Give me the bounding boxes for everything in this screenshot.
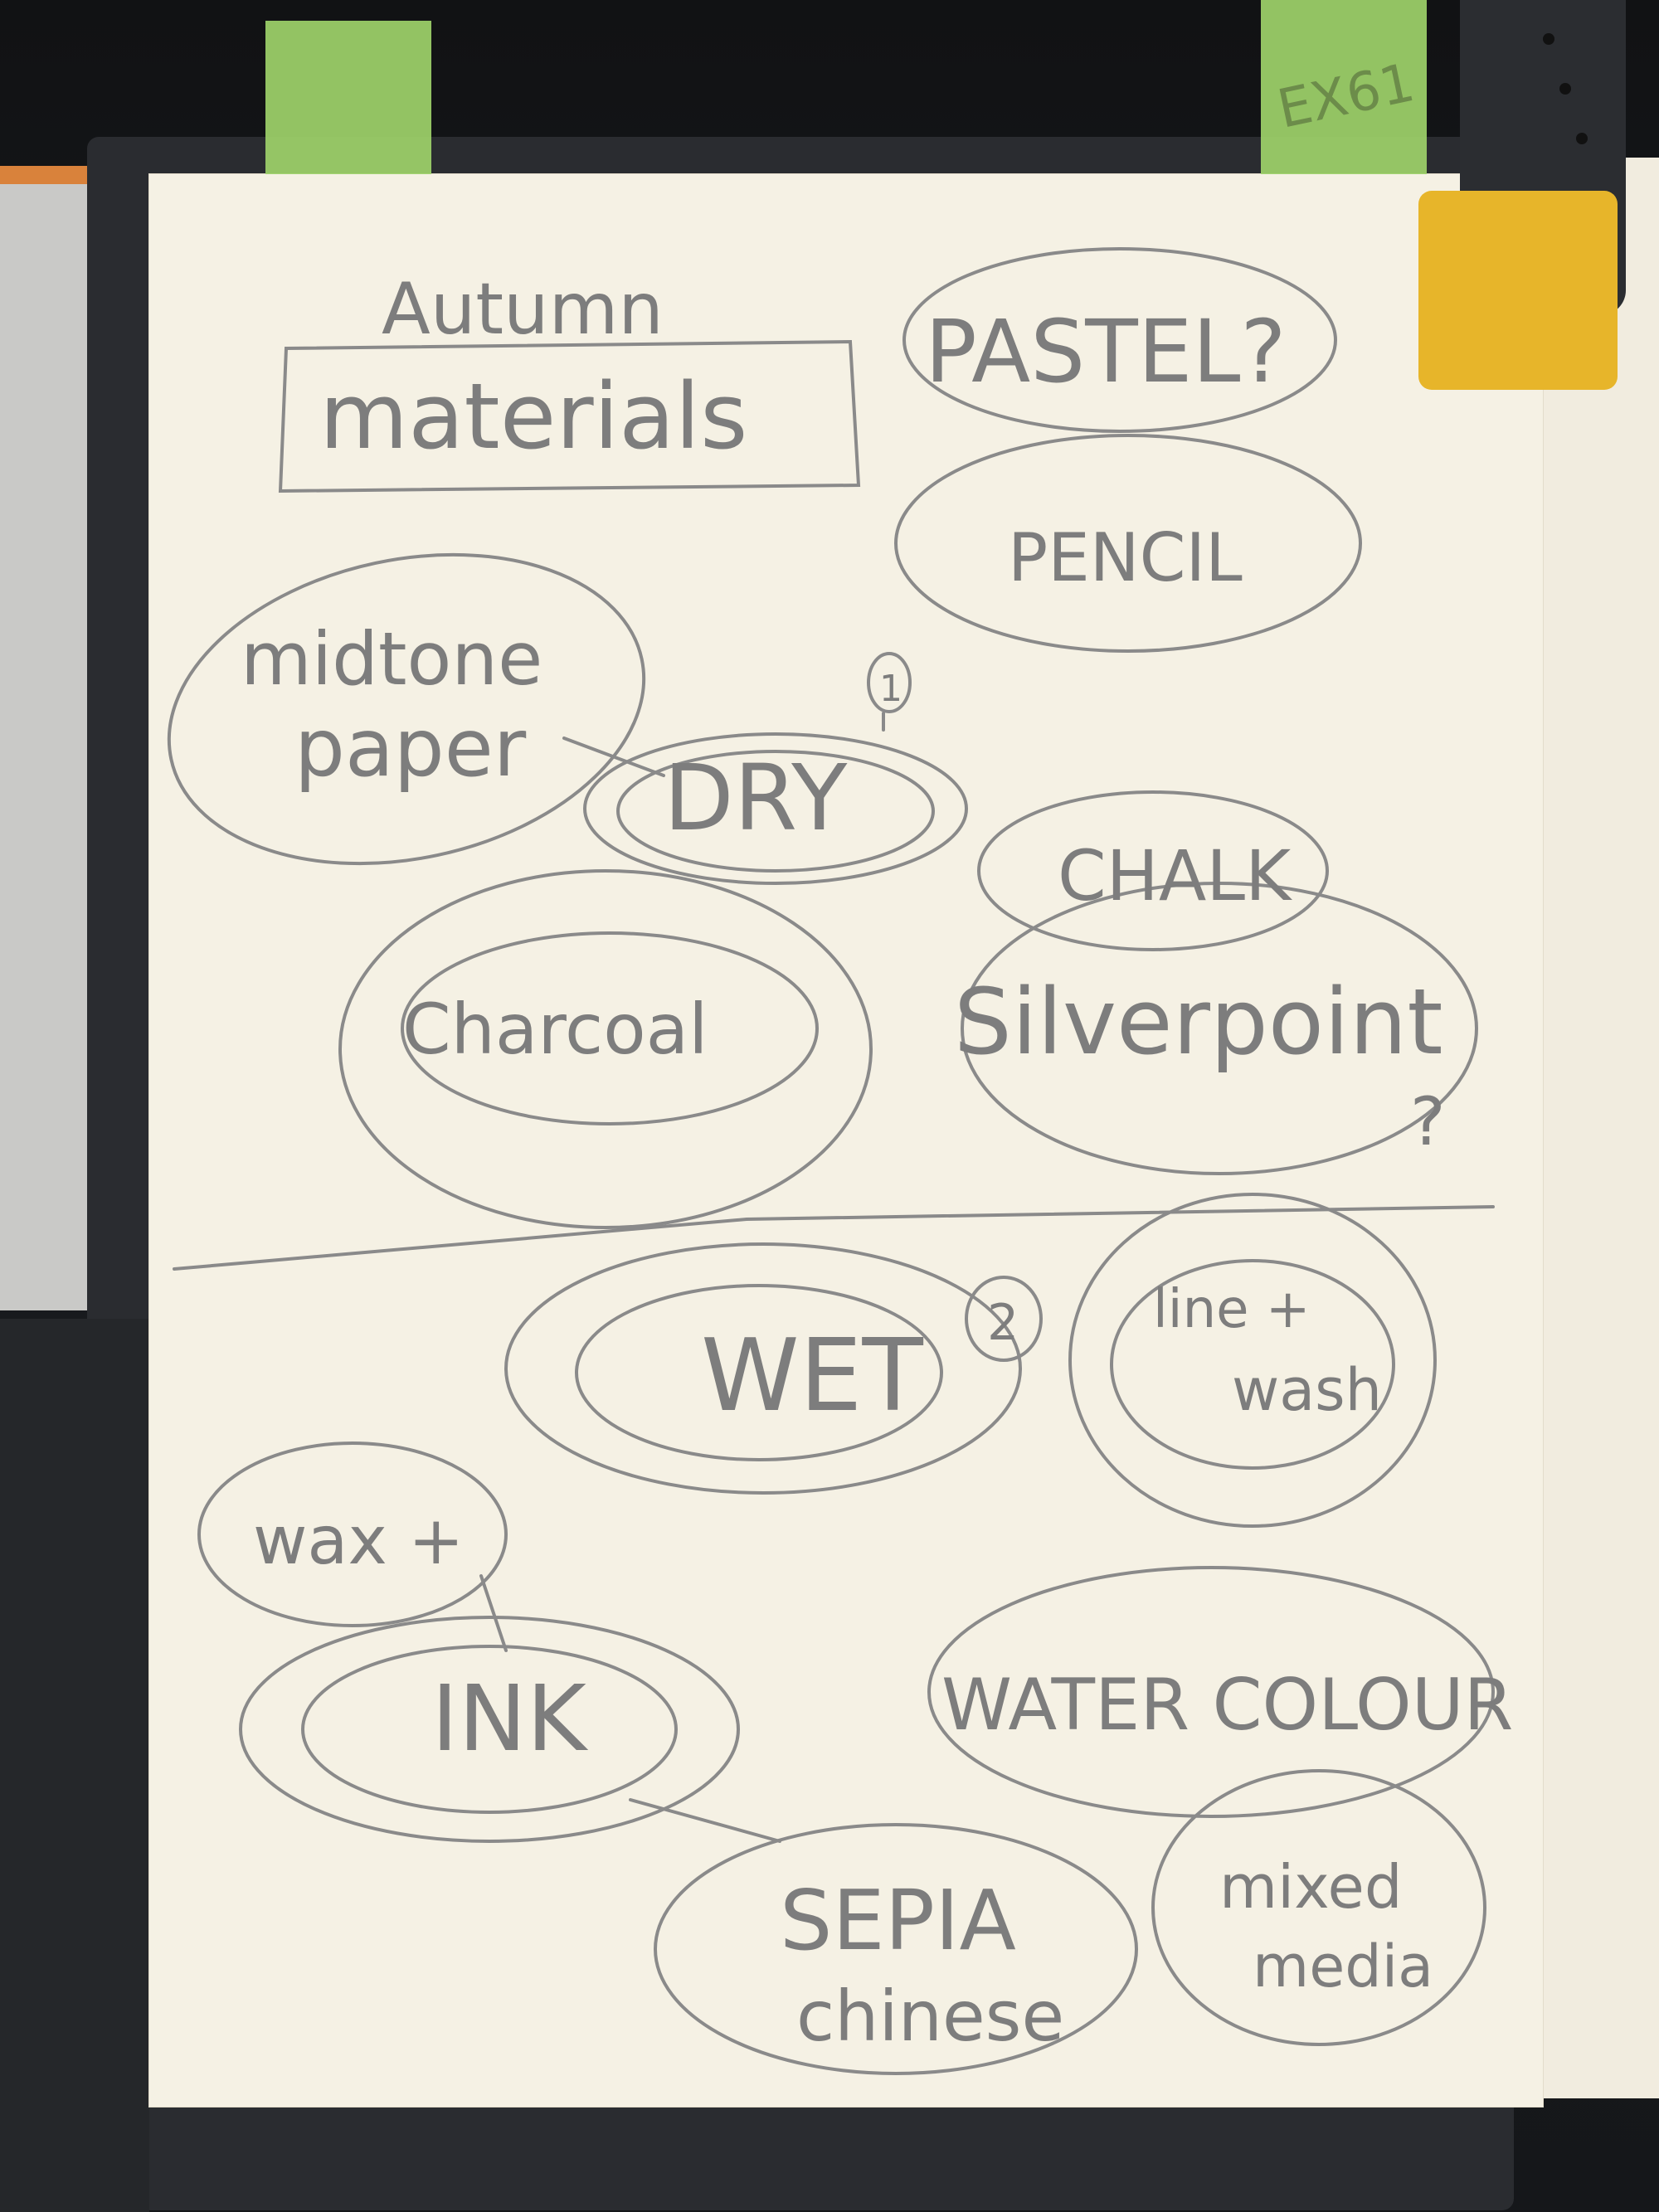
wet-ellipse-outer — [504, 1242, 1022, 1495]
mixed-text-2: media — [1253, 1932, 1433, 2001]
connector-paper-dry — [562, 737, 665, 777]
title-top-text: Autumn — [382, 268, 664, 351]
wet-number-text: 2 — [987, 1294, 1019, 1352]
pencil-ellipse — [894, 434, 1362, 653]
line-wash-text-1: line + — [1153, 1279, 1310, 1340]
ink-text: INK — [431, 1665, 589, 1772]
charcoal-text: Charcoal — [402, 989, 708, 1070]
clip-hole — [1543, 33, 1554, 45]
chinese-text: chinese — [796, 1976, 1064, 2057]
mixed-media-ellipse — [1151, 1769, 1486, 2046]
dry-number-text: 1 — [879, 668, 902, 710]
lower-left-cover — [0, 1319, 149, 2212]
pastel-text: PASTEL? — [925, 301, 1287, 402]
clip-hole — [1559, 83, 1571, 95]
green-tape-right — [1261, 0, 1427, 174]
wet-ellipse-inner — [575, 1284, 943, 1461]
divider-line — [173, 1205, 1495, 1271]
title-box-text: materials — [319, 363, 747, 469]
charcoal-ellipse-outer — [338, 869, 873, 1229]
chalk-ellipse — [977, 790, 1329, 951]
clip-yellow-base — [1418, 191, 1618, 390]
clip-hole — [1576, 133, 1588, 144]
green-tape-left — [265, 21, 431, 174]
midtone-text: midtone — [241, 616, 542, 702]
dry-number-circle — [867, 652, 912, 713]
wax-ellipse — [197, 1441, 508, 1627]
ink-ellipse-inner — [301, 1645, 678, 1814]
wet-text: WET — [701, 1319, 923, 1434]
charcoal-ellipse-inner — [401, 931, 819, 1125]
pastel-ellipse — [902, 247, 1337, 433]
orange-board-edge — [0, 166, 91, 184]
pencil-text: PENCIL — [1008, 519, 1243, 596]
sketchbook-page — [149, 174, 1543, 2107]
dry-ellipse-inner — [616, 750, 935, 873]
connector-ink-sepia — [629, 1798, 781, 1843]
sepia-ellipse — [654, 1823, 1138, 2075]
wax-text: wax + — [253, 1502, 464, 1579]
dry-ellipse-outer — [583, 732, 968, 885]
chalk-text: CHALK — [1058, 835, 1292, 916]
ink-ellipse-outer — [239, 1616, 740, 1843]
linewash-ellipse-outer — [1068, 1193, 1437, 1528]
watercolour-text: WATER COLOUR — [941, 1664, 1513, 1747]
line-wash-text-2: wash — [1232, 1356, 1382, 1424]
silverpoint-text: Silverpoint — [954, 969, 1443, 1075]
mixed-text-1: mixed — [1219, 1852, 1403, 1922]
sepia-text: SEPIA — [780, 1872, 1016, 1969]
paper-text: paper — [294, 702, 527, 795]
title-box — [278, 339, 861, 493]
linewash-ellipse-inner — [1110, 1259, 1395, 1470]
midtone-ellipse — [167, 552, 646, 866]
dry-text: DRY — [664, 745, 848, 851]
watercolour-ellipse — [927, 1566, 1495, 1818]
connector-wax-ink — [479, 1574, 508, 1652]
silverpoint-ellipse — [961, 882, 1478, 1175]
wet-number-circle — [965, 1276, 1043, 1362]
silverpoint-question: ? — [1410, 1083, 1445, 1160]
